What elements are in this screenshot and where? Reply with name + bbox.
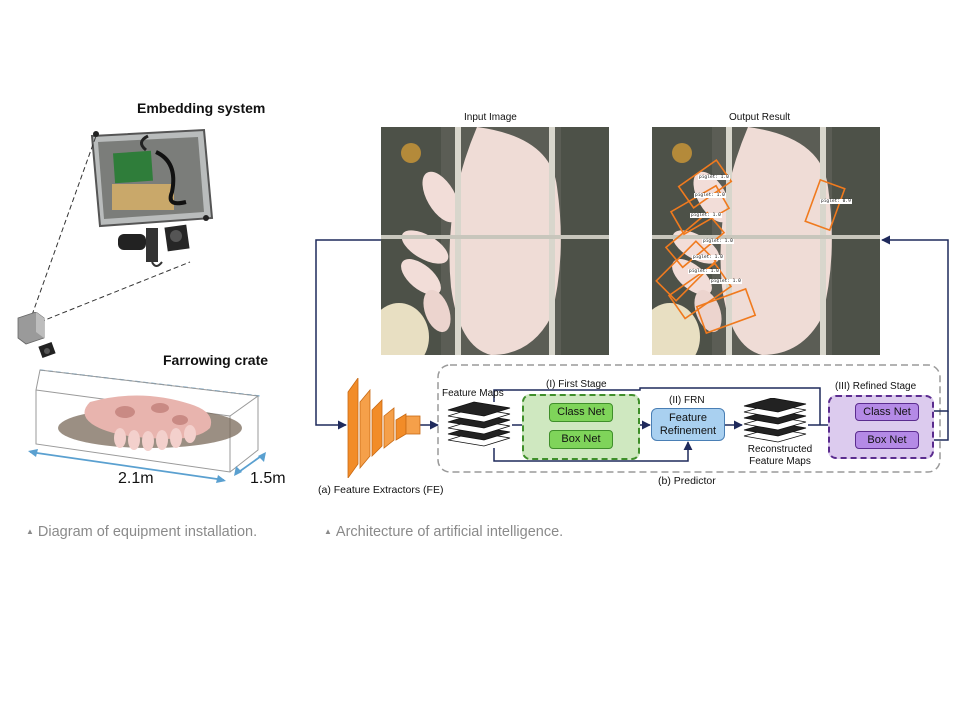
crate-length-label: 2.1m [118,470,154,487]
refined-box-net-box: Box Net [855,431,919,449]
right-caption: ▲Architecture of artificial intelligence… [324,524,563,540]
feature-extractor-stack [347,378,421,478]
detection-label: piglet: 1.0 [692,255,724,260]
reconstructed-feature-maps-label: Reconstructed Feature Maps [747,444,813,467]
class-net-box: Class Net [549,403,613,422]
input-image-label: Input Image [464,112,517,123]
frn-label: (II) FRN [669,395,705,406]
output-result-image: piglet: 1.0 piglet: 1.0 piglet: 1.0 pigl… [652,127,880,355]
detection-label: piglet: 0.9 [820,199,852,204]
reconstructed-feature-maps-icon [743,398,807,443]
detection-labels: piglet: 1.0 piglet: 1.0 piglet: 1.0 pigl… [652,127,880,355]
first-stage-label: (I) First Stage [546,379,607,390]
triangle-bullet-icon: ▲ [26,527,34,536]
camera-icon [17,312,56,359]
embedding-system-title: Embedding system [137,100,266,116]
crate-width-label: 1.5m [250,470,286,487]
refined-class-net-box: Class Net [855,403,919,421]
feature-maps-label: Feature Maps [442,388,504,399]
first-stage-container [522,394,640,460]
embedding-system-image [90,128,214,267]
triangle-bullet-icon: ▲ [324,527,332,536]
detection-label: piglet: 1.0 [694,193,726,198]
detection-label: piglet: 1.0 [710,279,742,284]
feature-extractor-label: (a) Feature Extractors (FE) [318,484,444,496]
detection-label: piglet: 1.0 [698,175,730,180]
box-net-box: Box Net [549,430,613,449]
detection-label: piglet: 1.0 [688,269,720,274]
right-caption-text: Architecture of artificial intelligence. [335,524,564,540]
farrowing-crate-diagram [28,369,266,483]
left-caption: ▲Diagram of equipment installation. [26,524,257,540]
farrowing-crate-title: Farrowing crate [163,352,269,368]
input-image [381,127,609,355]
detection-label: piglet: 1.0 [702,239,734,244]
feature-maps-icon [447,401,511,447]
refined-stage-label: (III) Refined Stage [835,381,917,392]
output-result-label: Output Result [729,112,791,123]
detection-label: piglet: 1.0 [690,213,722,218]
feature-refinement-box: Feature Refinement [651,408,725,441]
left-caption-text: Diagram of equipment installation. [37,524,258,540]
predictor-label: (b) Predictor [658,475,716,487]
